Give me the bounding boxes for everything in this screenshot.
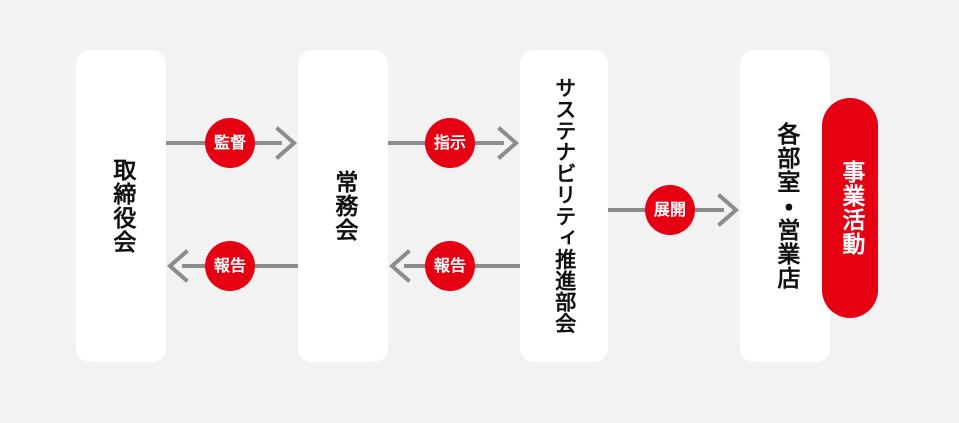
- relation-badge-instruct-label: 指示: [433, 133, 467, 152]
- relation-badge-supervise: 監督: [205, 118, 255, 168]
- node-sustainability-committee: サステナビリティ推進部会: [520, 50, 608, 362]
- node-executive-committee: 常務会: [298, 50, 388, 362]
- node-business-activities-label: 事業活動: [837, 160, 864, 256]
- node-board-of-directors: 取締役会: [76, 50, 166, 362]
- relation-badge-report-sustainability-to-executive: 報告: [425, 241, 475, 291]
- relation-badge-report-executive-to-board-label: 報告: [213, 256, 247, 275]
- node-board-of-directors-label: 取締役会: [108, 158, 135, 254]
- node-departments-and-branches-label: 各部室・営業店: [772, 122, 799, 290]
- node-sustainability-committee-label: サステナビリティ推進部会: [552, 77, 577, 335]
- node-business-activities: 事業活動: [822, 98, 878, 318]
- relation-badge-instruct: 指示: [425, 118, 475, 168]
- node-executive-committee-label: 常務会: [330, 170, 357, 242]
- relation-badge-deploy-label: 展開: [653, 200, 687, 219]
- relation-badge-report-sustainability-to-executive-label: 報告: [433, 256, 467, 275]
- relation-badge-deploy: 展開: [645, 185, 695, 235]
- node-departments-and-branches: 各部室・営業店: [740, 50, 830, 362]
- relation-badge-report-executive-to-board: 報告: [205, 241, 255, 291]
- relation-badge-supervise-label: 監督: [213, 133, 247, 152]
